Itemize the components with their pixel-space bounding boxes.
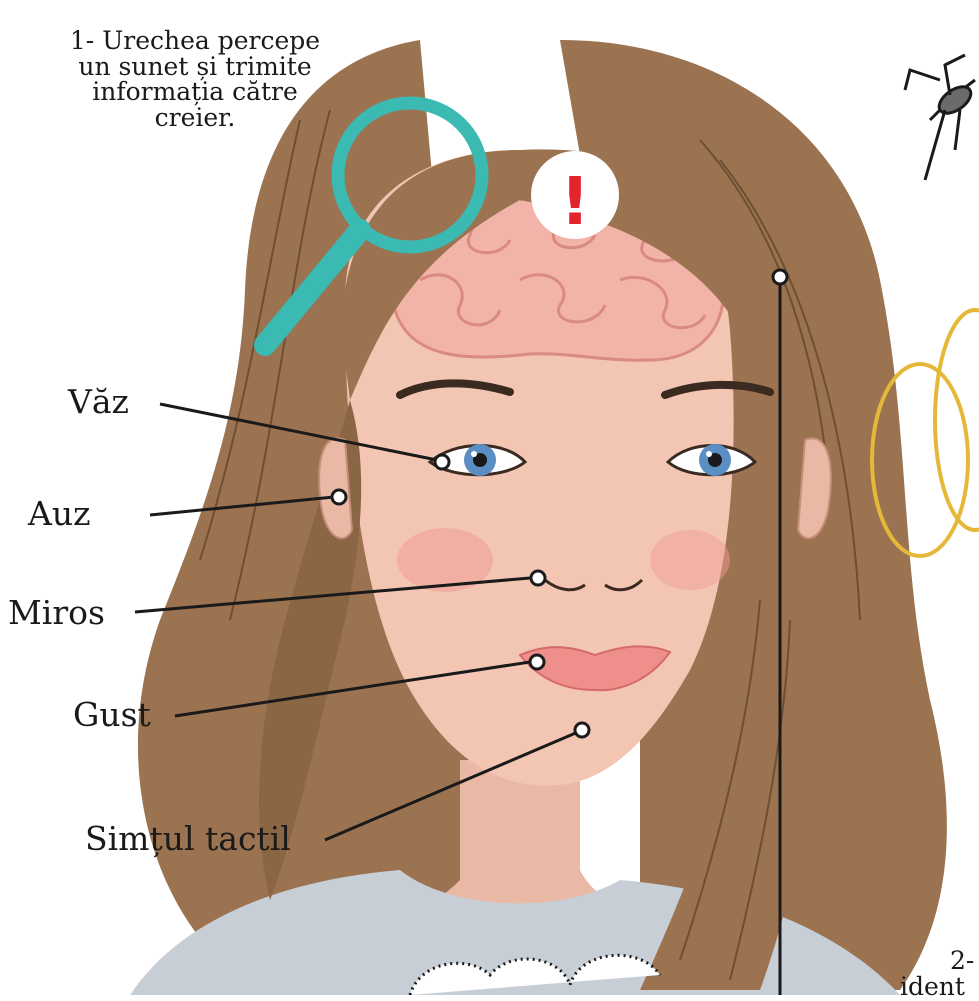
label-see: Văz xyxy=(68,385,129,418)
caption-step2-line2: ident xyxy=(900,974,974,1000)
caption-step2-line1: 2- xyxy=(900,948,974,974)
caption-step1-line3: informația către xyxy=(30,79,360,105)
caption-step1-line2: un sunet și trimite xyxy=(30,54,360,80)
caption-step1-line1: 1- Urechea percepe xyxy=(30,28,360,54)
label-smell: Miros xyxy=(8,596,105,629)
caption-step2: 2- ident xyxy=(900,948,974,999)
label-hear: Auz xyxy=(28,497,90,530)
point-hear xyxy=(332,490,346,504)
mosquito-icon xyxy=(905,55,975,180)
caption-step1: 1- Urechea percepe un sunet și trimite i… xyxy=(30,28,360,130)
point-taste xyxy=(530,655,544,669)
cheek-right xyxy=(650,530,730,590)
alert-symbol: ! xyxy=(560,163,590,240)
label-taste: Gust xyxy=(73,698,151,731)
point-smell xyxy=(531,571,545,585)
point-touch xyxy=(575,723,589,737)
point-see xyxy=(435,455,449,469)
caption-step1-line4: creier. xyxy=(30,105,360,131)
label-touch: Simțul tactil xyxy=(85,822,291,855)
